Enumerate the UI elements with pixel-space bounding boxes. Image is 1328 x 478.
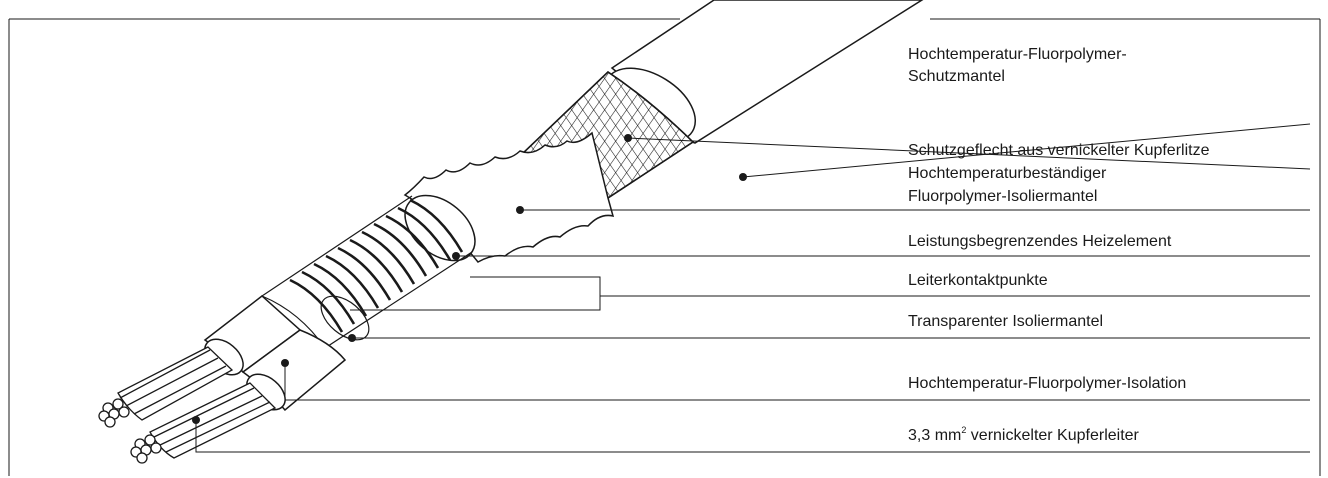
label-inner-jacket-line1: Hochtemperaturbeständiger [908,165,1107,182]
frame [8,18,1321,476]
label-transparent-jacket: Transparenter Isoliermantel [908,313,1104,330]
label-conductor-suffix: vernickelter Kupferleiter [966,427,1139,444]
label-conductor: 3,3 mm2 vernickelter Kupferleiter [908,425,1139,447]
label-outer-jacket-line1: Hochtemperatur-Fluorpolymer- [908,46,1127,63]
label-conductor-sup: 2 [961,425,967,435]
label-heating-element: Leistungsbegrenzendes Heizelement [908,233,1172,250]
label-contact-points: Leiterkontaktpunkte [908,272,1048,289]
label-braid: Schutzgeflecht aus vernickelter Kupferli… [908,142,1210,159]
label-conductor-insulation: Hochtemperatur-Fluorpolymer-Isolation [908,375,1187,392]
leader-dots [192,134,747,424]
label-conductor-prefix: 3,3 mm [908,427,962,444]
label-inner-jacket-line2: Fluorpolymer-Isoliermantel [908,188,1098,205]
label-outer-jacket-line2: Schutzmantel [908,68,1005,85]
leader-lines [195,123,1311,453]
copper-strands [98,346,277,464]
cable-illustration [98,0,924,464]
heating-coils [289,198,464,333]
